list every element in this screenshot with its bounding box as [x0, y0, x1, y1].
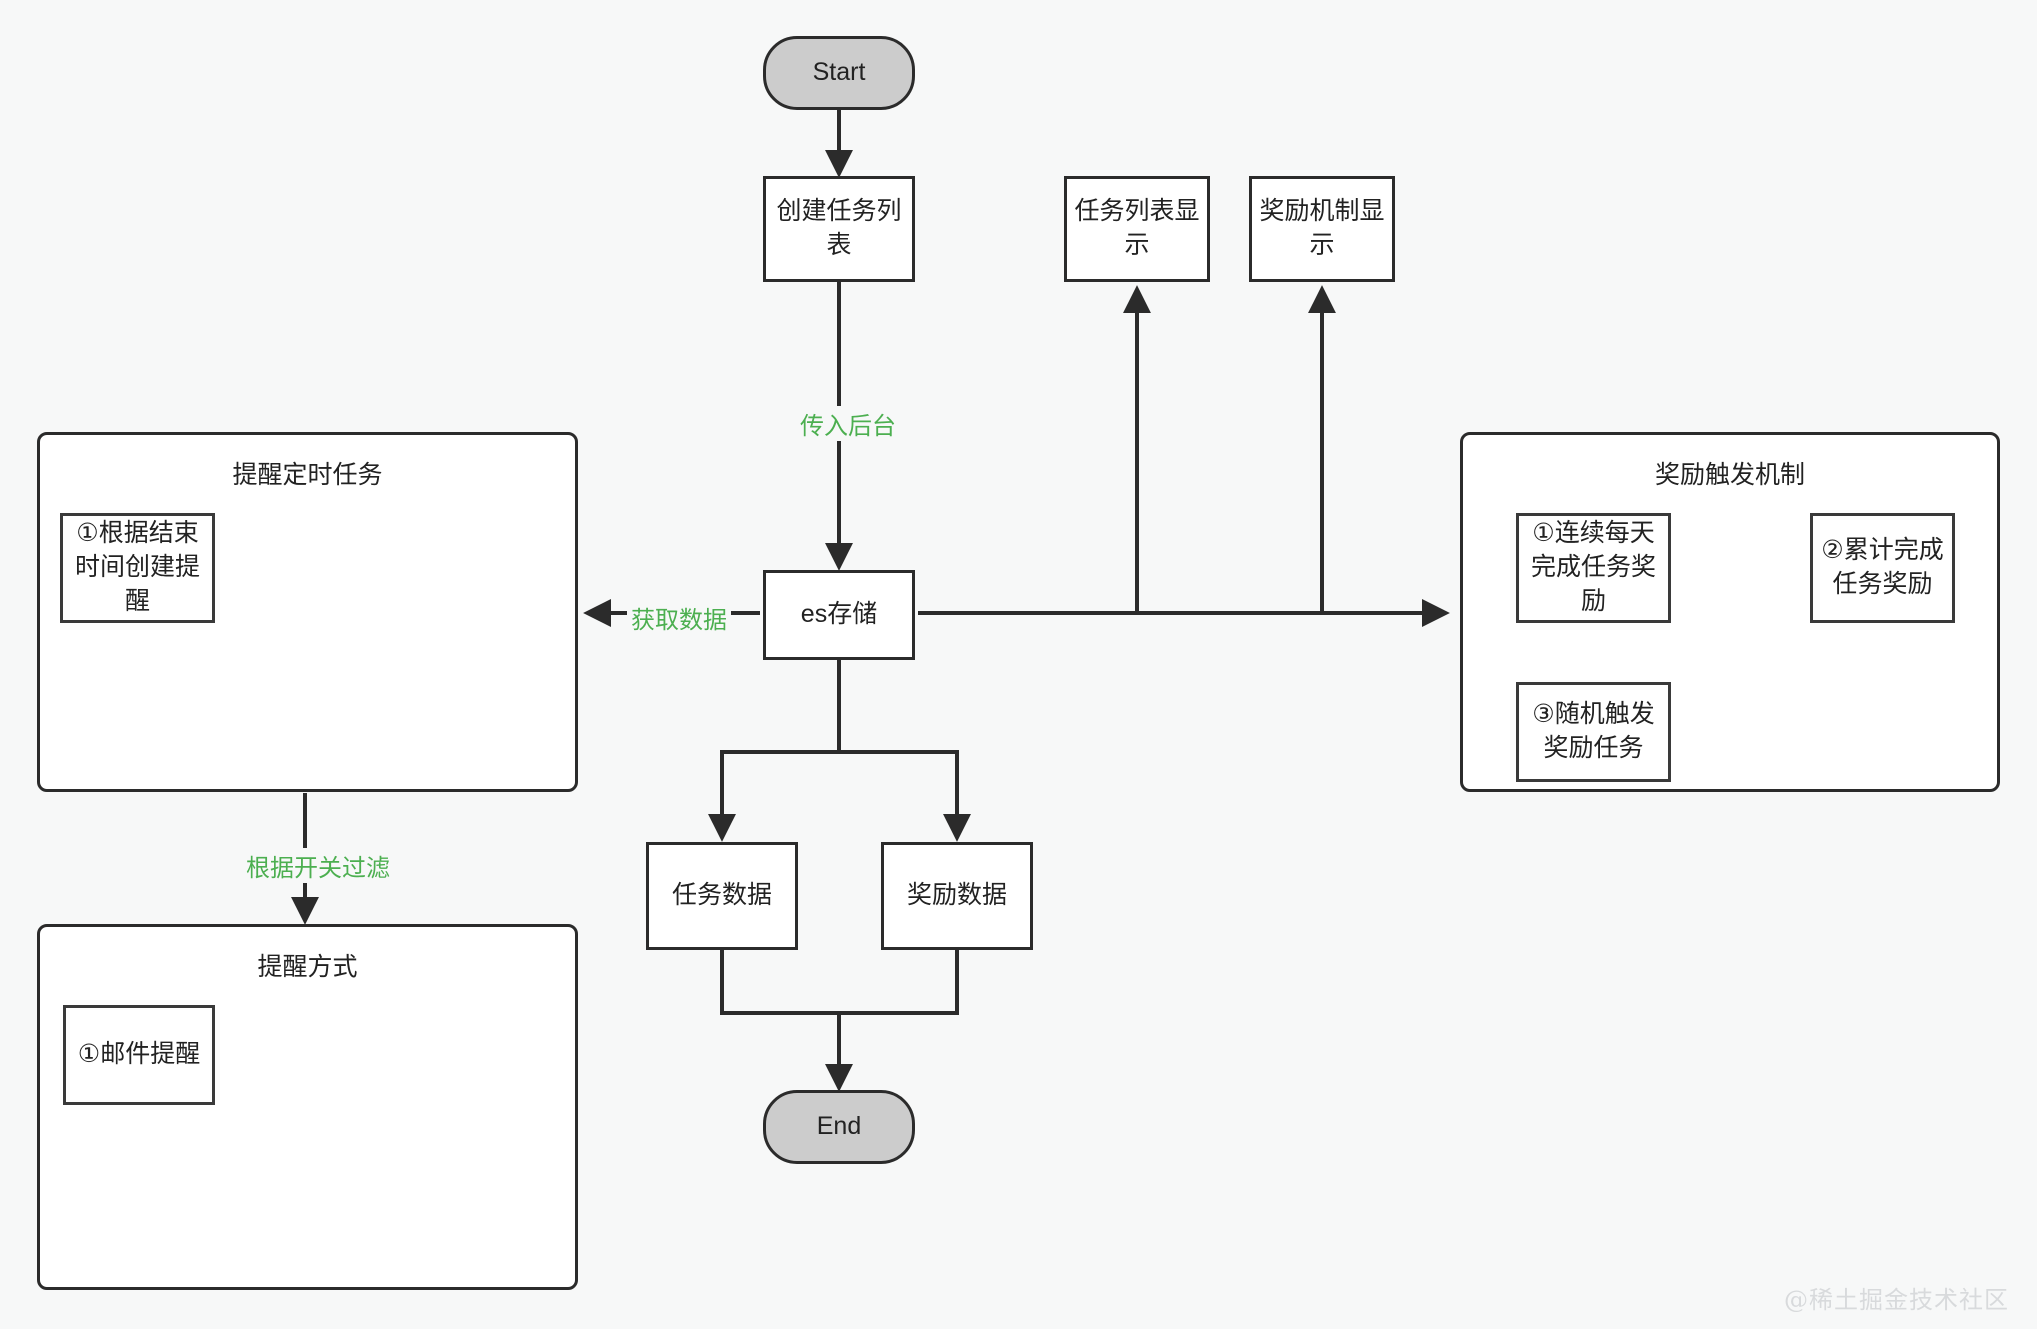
edge-label-pass-to-backend: 传入后台 — [796, 406, 900, 441]
node-task-list-display[interactable]: 任务列表显示 — [1064, 176, 1210, 282]
group-reminder-method[interactable]: 提醒方式 ①邮件提醒 — [37, 924, 578, 1290]
group-reminder-method-title: 提醒方式 — [257, 953, 358, 981]
node-end-label: End — [816, 1112, 862, 1141]
node-task-list-display-label: 任务列表显示 — [1074, 197, 1200, 259]
group-item-email-reminder[interactable]: ①邮件提醒 — [63, 1005, 215, 1105]
node-end[interactable]: End — [763, 1090, 915, 1164]
node-task-data[interactable]: 任务数据 — [646, 842, 798, 950]
group-reward-trigger-mechanism-title: 奖励触发机制 — [1654, 461, 1805, 489]
edge-es-to-reward-data — [839, 750, 971, 842]
group-item-cumulative-reward[interactable]: ②累计完成任务奖励 — [1810, 513, 1955, 623]
node-reward-mechanism-display-label: 奖励机制显示 — [1259, 197, 1385, 259]
node-reward-mechanism-display[interactable]: 奖励机制显示 — [1249, 176, 1395, 282]
node-create-task-list[interactable]: 创建任务列表 — [763, 176, 915, 282]
group-item-create-reminder-by-end-time-label: ①根据结束时间创建提醒 — [74, 519, 200, 615]
watermark: @稀土掘金技术社区 — [1784, 1286, 2009, 1314]
group-reminder-scheduled-task-title: 提醒定时任务 — [232, 461, 383, 489]
group-item-daily-streak-reward[interactable]: ①连续每天完成任务奖励 — [1516, 513, 1671, 623]
edge-es-to-task-data — [708, 660, 841, 842]
group-reward-trigger-mechanism[interactable]: 奖励触发机制 ①连续每天完成任务奖励 ②累计完成任务奖励 ③随机触发奖励任务 — [1460, 432, 2000, 792]
group-item-cumulative-reward-label: ②累计完成任务奖励 — [1821, 536, 1944, 598]
node-create-task-list-label: 创建任务列表 — [776, 197, 902, 259]
group-item-random-trigger-reward[interactable]: ③随机触发奖励任务 — [1516, 682, 1671, 782]
edge-label-fetch-data: 获取数据 — [627, 600, 731, 635]
group-reminder-scheduled-task[interactable]: 提醒定时任务 ①根据结束时间创建提醒 — [37, 432, 578, 792]
group-item-create-reminder-by-end-time[interactable]: ①根据结束时间创建提醒 — [60, 513, 215, 623]
node-es-storage-label: es存储 — [800, 600, 878, 629]
node-start-label: Start — [812, 58, 866, 87]
group-item-random-trigger-reward-label: ③随机触发奖励任务 — [1532, 700, 1655, 762]
node-reward-data-label: 奖励数据 — [906, 881, 1007, 910]
edge-task-data-to-end — [720, 950, 853, 1092]
node-start[interactable]: Start — [763, 36, 915, 110]
node-es-storage[interactable]: es存储 — [763, 570, 915, 660]
node-task-data-label: 任务数据 — [671, 881, 772, 910]
edge-label-filter-by-switch: 根据开关过滤 — [242, 848, 394, 883]
node-reward-data[interactable]: 奖励数据 — [881, 842, 1033, 950]
group-item-daily-streak-reward-label: ①连续每天完成任务奖励 — [1530, 519, 1656, 615]
group-item-email-reminder-label: ①邮件提醒 — [77, 1040, 201, 1069]
edge-reward-data-to-merge — [839, 950, 959, 1015]
